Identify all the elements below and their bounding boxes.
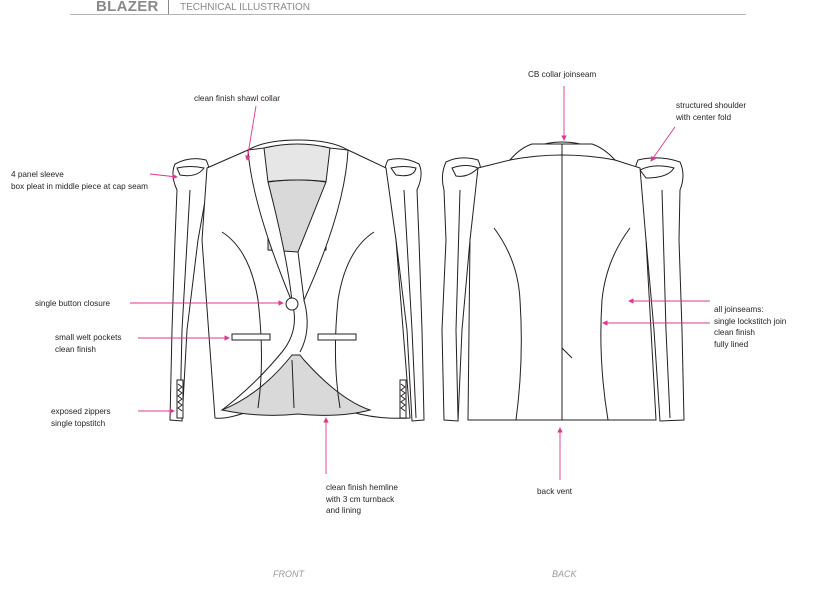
label-joinseams: all joinseams: single lockstitch join cl…: [714, 305, 787, 349]
label-back-vent: back vent: [537, 487, 573, 496]
view-label-front: FRONT: [273, 569, 304, 579]
back-jacket: [441, 141, 685, 422]
view-label-back: BACK: [552, 569, 577, 579]
header-title: BLAZER: [96, 0, 159, 15]
front-jacket: [169, 139, 425, 422]
right-welt-pocket: [317, 333, 357, 341]
callout-lines: [130, 86, 710, 480]
label-button: single button closure: [35, 299, 111, 308]
left-zipper: [176, 379, 184, 419]
header-subtitle: TECHNICAL ILLUSTRATION: [180, 2, 311, 13]
header-rule: [70, 14, 746, 15]
label-pockets: small welt pockets clean finish: [55, 333, 122, 354]
label-shoulder: structured shoulder with center fold: [676, 101, 747, 122]
arrow-shawl-collar: [245, 105, 257, 161]
arrow-sleeve: [149, 173, 178, 180]
header-separator: [168, 0, 169, 15]
label-cb-collar: CB collar joinseam: [528, 70, 597, 79]
label-shawl-collar: clean finish shawl collar: [194, 94, 281, 103]
label-hemline: clean finish hemline with 3 cm turnback …: [326, 483, 398, 515]
arrow-shoulder: [650, 126, 676, 162]
button: [285, 297, 299, 311]
label-sleeve: 4 panel sleeve box pleat in middle piece…: [11, 170, 148, 191]
back-vent: [561, 347, 573, 359]
right-zipper: [399, 379, 407, 419]
left-welt-pocket: [231, 333, 271, 341]
label-zippers: exposed zippers single topstitch: [51, 407, 111, 428]
